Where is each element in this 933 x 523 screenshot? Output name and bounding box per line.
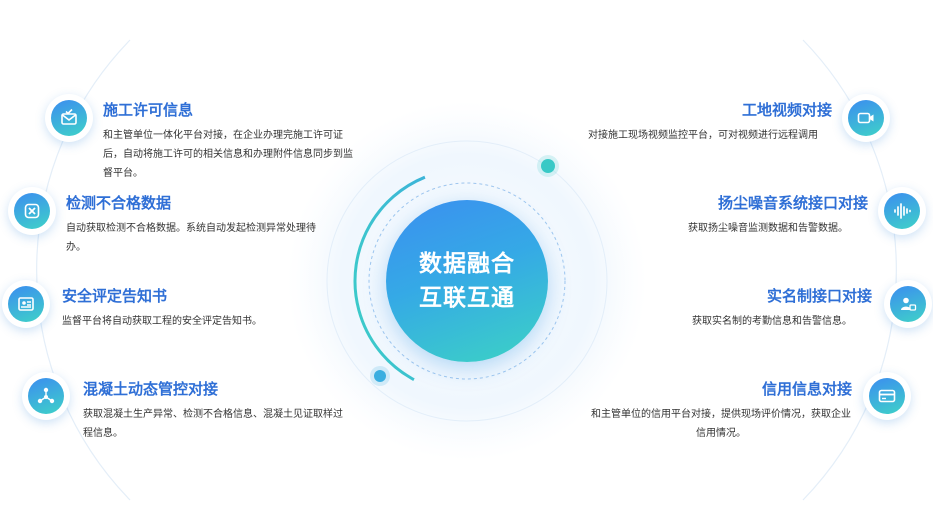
item-title: 施工许可信息 (103, 101, 194, 119)
center-hub: 数据融合 互联互通 (386, 200, 548, 362)
left-item-construction-permit: 施工许可信息 和主管单位一体化平台对接，在企业办理完施工许可证后，自动将施工许可… (103, 100, 361, 183)
accent-arc (353, 167, 581, 395)
left-item-failed-test-data: 检测不合格数据 自动获取检测不合格数据。系统自动发起检测异常处理待办。 (66, 193, 328, 257)
item-description: 获取扬尘噪音监测数据和告警数据。 (688, 223, 848, 234)
item-title: 实名制接口对接 (766, 287, 872, 305)
item-title: 检测不合格数据 (66, 194, 172, 212)
dashed-ring (368, 182, 566, 380)
item-description: 监督平台将自动获取工程的安全评定告知书。 (62, 316, 262, 327)
video-camera-icon (842, 94, 890, 142)
network-nodes-icon (22, 372, 70, 420)
item-title: 扬尘噪音系统接口对接 (717, 194, 868, 212)
mid-ring (326, 140, 608, 422)
id-document-icon (2, 280, 50, 328)
accent-dot-lower (374, 370, 386, 382)
item-description: 自动获取检测不合格数据。系统自动发起检测异常处理待办。 (66, 223, 316, 253)
left-item-concrete-control: 混凝土动态管控对接 获取混凝土生产异常、检测不合格信息、混凝土见证取样过程信息。 (83, 379, 351, 443)
user-badge-icon (884, 280, 932, 328)
right-item-site-video: 工地视频对接 对接施工现场视频监控平台，可对视频进行远程调用 (574, 100, 832, 145)
center-title-line2: 互联互通 (419, 285, 515, 311)
item-description: 和主管单位的信用平台对接，提供现场评价情况，获取企业信用情况。 (591, 409, 851, 439)
item-title: 混凝土动态管控对接 (83, 380, 219, 398)
left-item-safety-notice: 安全评定告知书 监督平台将自动获取工程的安全评定告知书。 (62, 286, 342, 331)
item-title: 信用信息对接 (761, 380, 852, 398)
close-box-icon (8, 187, 56, 235)
item-description: 获取实名制的考勤信息和告警信息。 (692, 316, 852, 327)
credit-card-icon (863, 372, 911, 420)
item-description: 获取混凝土生产异常、检测不合格信息、混凝土见证取样过程信息。 (83, 409, 343, 439)
item-title: 工地视频对接 (741, 101, 832, 119)
right-item-real-name: 实名制接口对接 获取实名制的考勤信息和告警信息。 (672, 286, 872, 331)
item-title: 安全评定告知书 (62, 287, 168, 305)
sound-wave-icon (878, 187, 926, 235)
right-guide-arc (802, 39, 897, 501)
center-title-line1: 数据融合 (419, 251, 515, 277)
right-item-dust-noise: 扬尘噪音系统接口对接 获取扬尘噪音监测数据和告警数据。 (668, 193, 868, 238)
item-description: 和主管单位一体化平台对接，在企业办理完施工许可证后，自动将施工许可的相关信息和办… (103, 130, 353, 179)
envelope-check-icon (45, 94, 93, 142)
accent-dot-upper (541, 159, 555, 173)
item-description: 对接施工现场视频监控平台，可对视频进行远程调用 (588, 130, 818, 141)
right-item-credit-info: 信用信息对接 和主管单位的信用平台对接，提供现场评价情况，获取企业信用情况。 (590, 379, 852, 443)
